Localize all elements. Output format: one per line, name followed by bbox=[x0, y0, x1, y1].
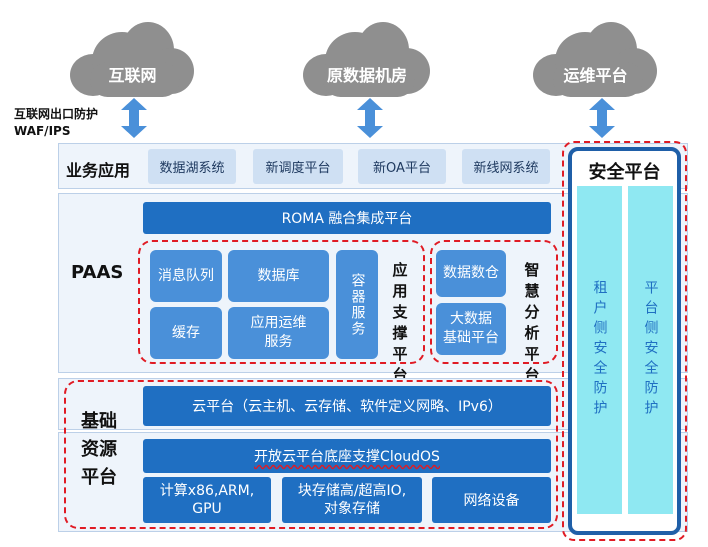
platform-security-text: 平台侧安全防护 bbox=[642, 280, 659, 420]
analytics-group bbox=[430, 240, 558, 364]
tenant-security-column: 租户侧安全防护 bbox=[577, 186, 622, 514]
business-item-line-network: 新线网系统 bbox=[462, 149, 550, 184]
tenant-security-text: 租户侧安全防护 bbox=[591, 280, 608, 420]
cloud-platform-bar: 云平台（云主机、云存储、软件定义网略、IPv6） bbox=[143, 386, 551, 426]
business-item-oa: 新OA平台 bbox=[358, 149, 446, 184]
cloud-internet: 互联网 bbox=[70, 22, 195, 97]
analytics-title: 智慧分析平台 bbox=[512, 262, 552, 388]
network-device-box: 网络设备 bbox=[432, 477, 551, 523]
cloud-origin-datacenter-label: 原数据机房 bbox=[326, 66, 407, 85]
business-item-data-lake: 数据湖系统 bbox=[148, 149, 236, 184]
infra-group bbox=[64, 380, 558, 529]
waf-note: 互联网出口防护 WAF/IPS bbox=[14, 106, 98, 140]
message-queue-box: 消息队列 bbox=[150, 250, 222, 302]
app-ops-box: 应用运维 服务 bbox=[228, 307, 329, 359]
app-support-title-text: 应用支撑平台 bbox=[390, 262, 409, 388]
platform-security-column: 平台侧安全防护 bbox=[628, 186, 673, 514]
cloud-internet-label: 互联网 bbox=[108, 66, 157, 85]
app-support-group bbox=[138, 240, 425, 364]
infra-layer-label: 基础资源平台 bbox=[76, 408, 122, 492]
container-service-box: 容器服务 bbox=[336, 250, 378, 359]
analytics-title-text: 智慧分析平台 bbox=[522, 262, 541, 388]
roma-bar: ROMA 融合集成平台 bbox=[143, 202, 551, 234]
security-platform-title: 安全平台 bbox=[588, 162, 661, 183]
waf-note-line2: WAF/IPS bbox=[14, 124, 71, 138]
compute-box: 计算x86,ARM, GPU bbox=[143, 477, 271, 523]
double-arrow-icon bbox=[121, 98, 147, 138]
app-support-title: 应用支撑平台 bbox=[383, 262, 417, 388]
cloud-origin-datacenter: 原数据机房 bbox=[303, 22, 431, 97]
business-layer-label: 业务应用 bbox=[66, 161, 131, 180]
data-warehouse-box: 数据数仓 bbox=[436, 250, 506, 297]
storage-box: 块存储高/超高IO, 对象存储 bbox=[282, 477, 422, 523]
double-arrow-icon bbox=[357, 98, 383, 138]
business-item-dispatch: 新调度平台 bbox=[253, 149, 343, 184]
cloudos-bar: 开放云平台底座支撑CloudOS bbox=[143, 439, 551, 473]
database-box: 数据库 bbox=[228, 250, 329, 302]
cloud-ops-platform: 运维平台 bbox=[533, 22, 658, 97]
double-arrow-icon bbox=[589, 98, 615, 138]
paas-layer-label: PAAS bbox=[71, 262, 124, 283]
cache-box: 缓存 bbox=[150, 307, 222, 359]
big-data-platform-box: 大数据 基础平台 bbox=[436, 303, 506, 355]
cloud-ops-platform-label: 运维平台 bbox=[563, 66, 628, 85]
infra-layer-label-text: 基础资源平台 bbox=[81, 411, 117, 488]
cloudos-bar-text: 开放云平台底座支撑CloudOS bbox=[254, 449, 440, 465]
container-service-label: 容器服务 bbox=[349, 272, 366, 337]
security-dashed-outline bbox=[562, 141, 687, 541]
waf-note-line1: 互联网出口防护 bbox=[14, 107, 99, 121]
